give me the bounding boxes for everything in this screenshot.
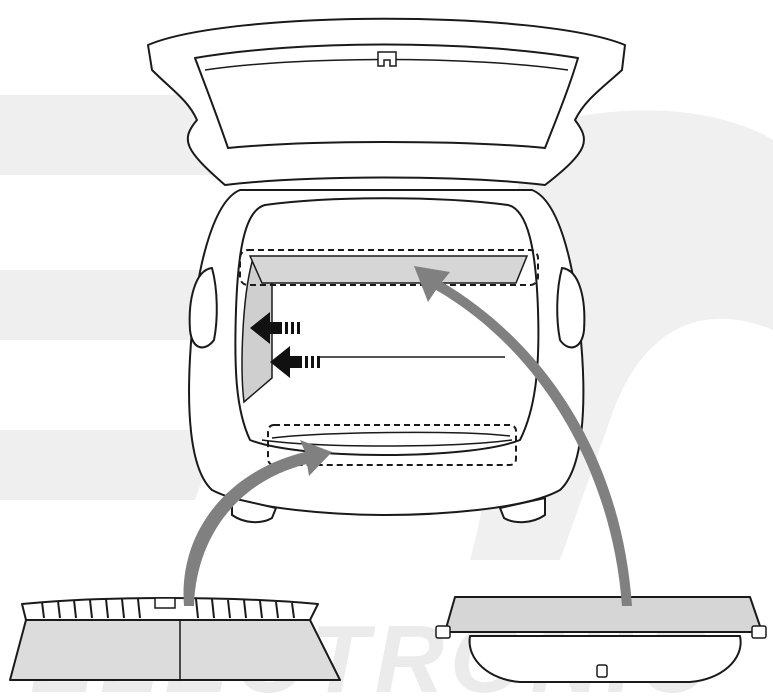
car-rear-view — [148, 19, 625, 522]
luggage-board — [10, 598, 340, 680]
tonneau-cover-panel — [445, 597, 762, 632]
tonneau-cover-right-clip — [752, 626, 766, 638]
tonneau-cover — [436, 597, 766, 682]
installed-tonneau-cover — [250, 256, 527, 283]
luggage-board-handle — [155, 598, 175, 608]
luggage-board-body — [10, 620, 340, 680]
tonneau-cover-left-clip — [436, 626, 450, 638]
tonneau-cover-pull-tab — [597, 665, 607, 677]
